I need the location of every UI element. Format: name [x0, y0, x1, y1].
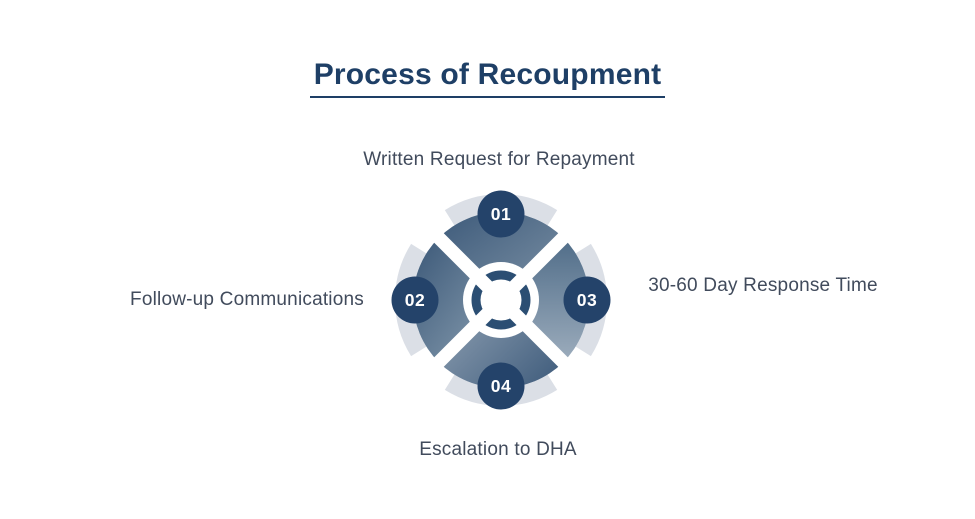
step-badge-04 — [477, 362, 525, 410]
quadrant-left — [412, 237, 501, 363]
step-label-response-time: 30-60 Day Response Time — [648, 275, 878, 296]
slide-title-wrap: Process of Recoupment — [0, 58, 975, 98]
quadrant-bottom — [438, 300, 564, 389]
step-badge-03 — [563, 276, 611, 324]
step-badge-02 — [391, 276, 439, 324]
step-label-written-request: Written Request for Repayment — [363, 149, 635, 170]
step-badge-04-number: 04 — [491, 376, 511, 396]
step-badges: 01 02 03 04 — [391, 190, 611, 410]
step-badge-01 — [477, 190, 525, 238]
step-label-escalation: Escalation to DHA — [419, 439, 577, 460]
process-cycle-svg: 01 02 03 04 — [391, 190, 611, 410]
step-badge-03-number: 03 — [577, 290, 597, 310]
step-badge-01-number: 01 — [491, 204, 511, 224]
slide-title: Process of Recoupment — [309, 58, 666, 98]
process-cycle-diagram: 01 02 03 04 — [354, 153, 648, 447]
step-label-follow-up: Follow-up Communications — [130, 289, 364, 310]
diagonal-separators — [411, 210, 591, 390]
quadrant-top — [438, 211, 564, 300]
separator-band-nesw — [411, 210, 591, 390]
quadrant-right — [501, 237, 590, 363]
step-badge-02-number: 02 — [405, 290, 425, 310]
